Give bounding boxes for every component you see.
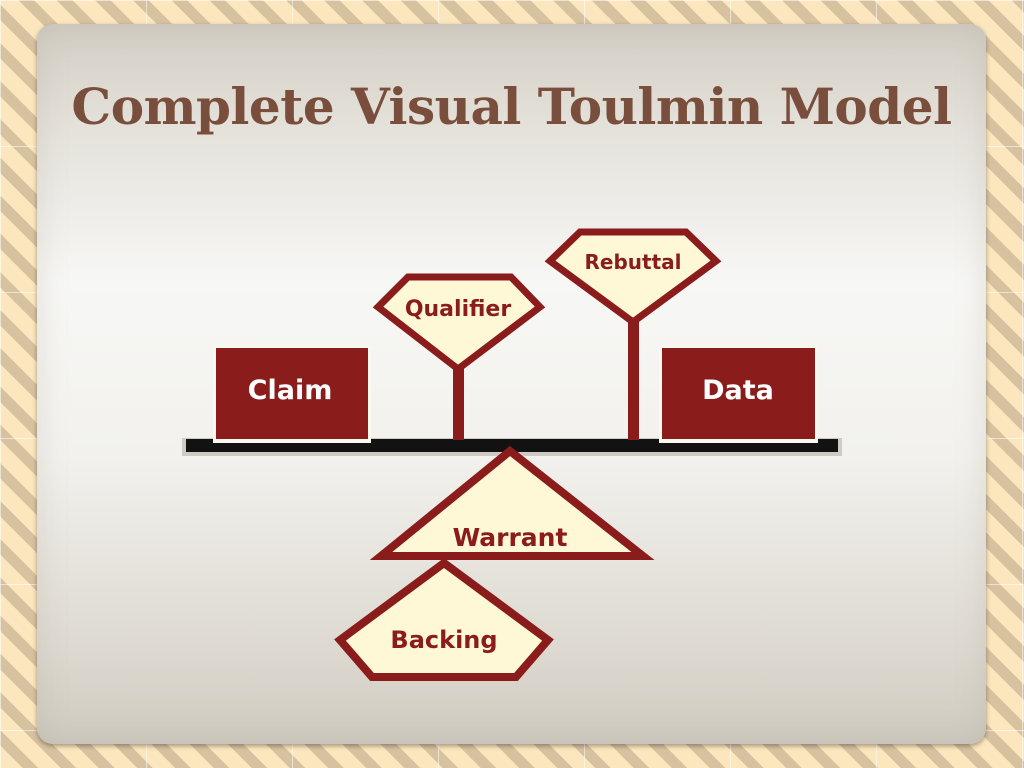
qualifier-post	[453, 366, 464, 440]
rebuttal-label: Rebuttal	[585, 250, 682, 274]
rebuttal-post	[628, 320, 639, 440]
qualifier-shape	[372, 273, 546, 374]
rebuttal-shape	[544, 228, 722, 327]
data-box	[662, 348, 815, 439]
warrant-node: Warrant	[369, 445, 655, 560]
data-label: Data	[702, 375, 774, 406]
warrant-shape	[369, 445, 655, 560]
backing-shape	[334, 558, 554, 681]
claim-node: Claim	[213, 346, 371, 443]
qualifier-node: Qualifier	[372, 273, 546, 440]
claim-label: Claim	[248, 375, 333, 406]
warrant-label: Warrant	[453, 523, 568, 552]
rebuttal-node: Rebuttal	[544, 228, 722, 440]
data-node: Data	[659, 346, 818, 443]
backing-node: Backing	[334, 558, 554, 681]
qualifier-label: Qualifier	[405, 297, 512, 322]
backing-label: Backing	[390, 626, 497, 654]
claim-box	[216, 348, 368, 439]
slide-title: Complete Visual Toulmin Model	[71, 77, 952, 136]
